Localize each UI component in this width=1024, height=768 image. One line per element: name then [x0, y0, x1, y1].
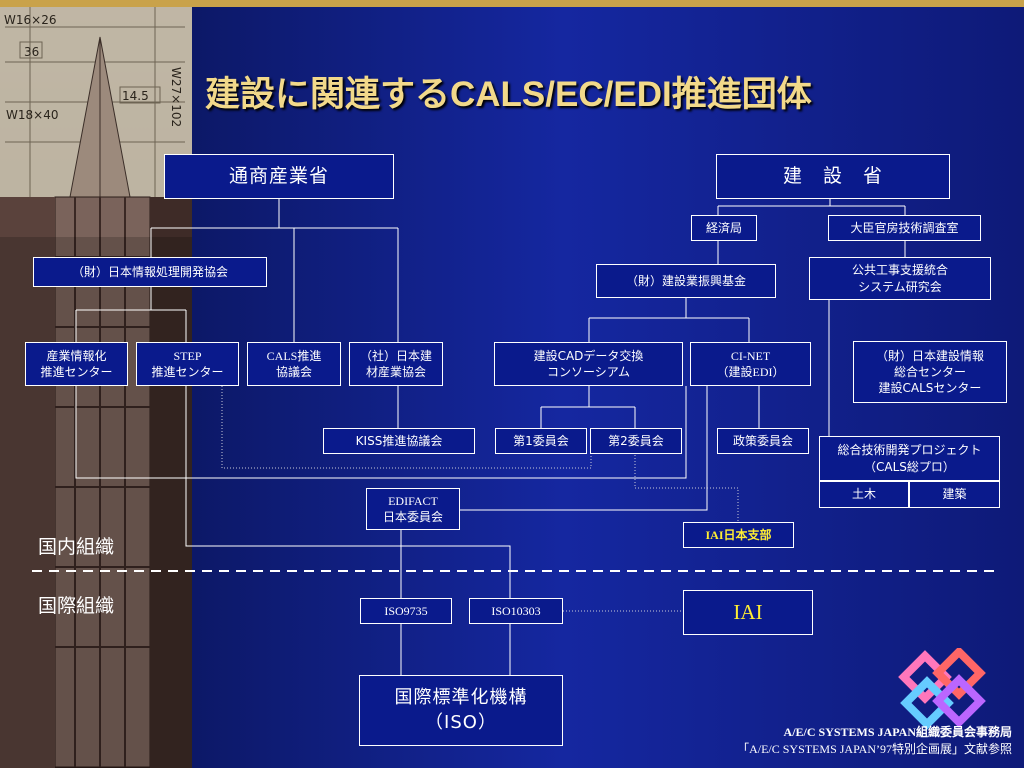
- node-iinkai2: 第2委員会: [590, 428, 682, 454]
- node-miti: 通商産業省: [164, 154, 394, 199]
- top-accent-bar: [0, 0, 1024, 7]
- node-cinet: CI-NET （建設EDI）: [690, 342, 811, 386]
- node-sangyo: 産業情報化 推進センター: [25, 342, 128, 386]
- node-iai-japan: IAI日本支部: [683, 522, 794, 548]
- node-iinkai1: 第1委員会: [495, 428, 587, 454]
- node-moc: 建 設 省: [716, 154, 950, 199]
- node-iso9735: ISO9735: [360, 598, 452, 624]
- building-photo: W16×26 36 14.5 W18×40 W27×102: [0, 7, 192, 768]
- node-doboku: 土木: [819, 481, 909, 508]
- node-kensetsu-shinko: （財）建設業振興基金: [596, 264, 776, 298]
- decor-tag-1: W16×26: [4, 13, 56, 27]
- node-cals-suishin: CALS推進 協議会: [247, 342, 341, 386]
- decor-tag-3: 14.5: [122, 89, 149, 103]
- node-step: STEP 推進センター: [136, 342, 239, 386]
- node-edifact: EDIFACT 日本委員会: [366, 488, 460, 530]
- credit-line-2: 「A/E/C SYSTEMS JAPAN’97特別企画展」文献参照: [737, 742, 1012, 756]
- iai-logo: [898, 648, 986, 730]
- node-daijin: 大臣官房技術調査室: [828, 215, 981, 241]
- node-kenchiku: 建築: [909, 481, 1000, 508]
- node-iso: 国際標準化機構 （ISO）: [359, 675, 563, 746]
- node-iso10303: ISO10303: [469, 598, 563, 624]
- node-seisaku: 政策委員会: [717, 428, 809, 454]
- node-jacic: （財）日本建設情報 総合センター 建設CALSセンター: [853, 341, 1007, 403]
- label-international: 国際組織: [38, 595, 115, 617]
- node-sogo: 総合技術開発プロジェクト （CALS総プロ）: [819, 436, 1000, 481]
- credit-line-1: A/E/C SYSTEMS JAPAN組織委員会事務局: [783, 725, 1012, 739]
- decor-tag-5: W27×102: [169, 67, 183, 127]
- node-jipdec: （財）日本情報処理開発協会: [33, 257, 267, 287]
- decor-tag-2: 36: [24, 45, 39, 59]
- label-domestic: 国内組織: [38, 536, 115, 558]
- decor-tag-4: W18×40: [6, 108, 58, 122]
- building-illustration: W16×26 36 14.5 W18×40 W27×102: [0, 7, 192, 768]
- page-title: 建設に関連するCALS/EC/EDI推進団体: [205, 75, 812, 114]
- node-keizai: 経済局: [691, 215, 757, 241]
- node-iai: IAI: [683, 590, 813, 635]
- node-cad: 建設CADデータ交換 コンソーシアム: [494, 342, 683, 386]
- node-kiss: KISS推進協議会: [323, 428, 475, 454]
- node-kokyo: 公共工事支援統合 システム研究会: [809, 257, 991, 300]
- node-kenzai: （社）日本建 材産業協会: [349, 342, 443, 386]
